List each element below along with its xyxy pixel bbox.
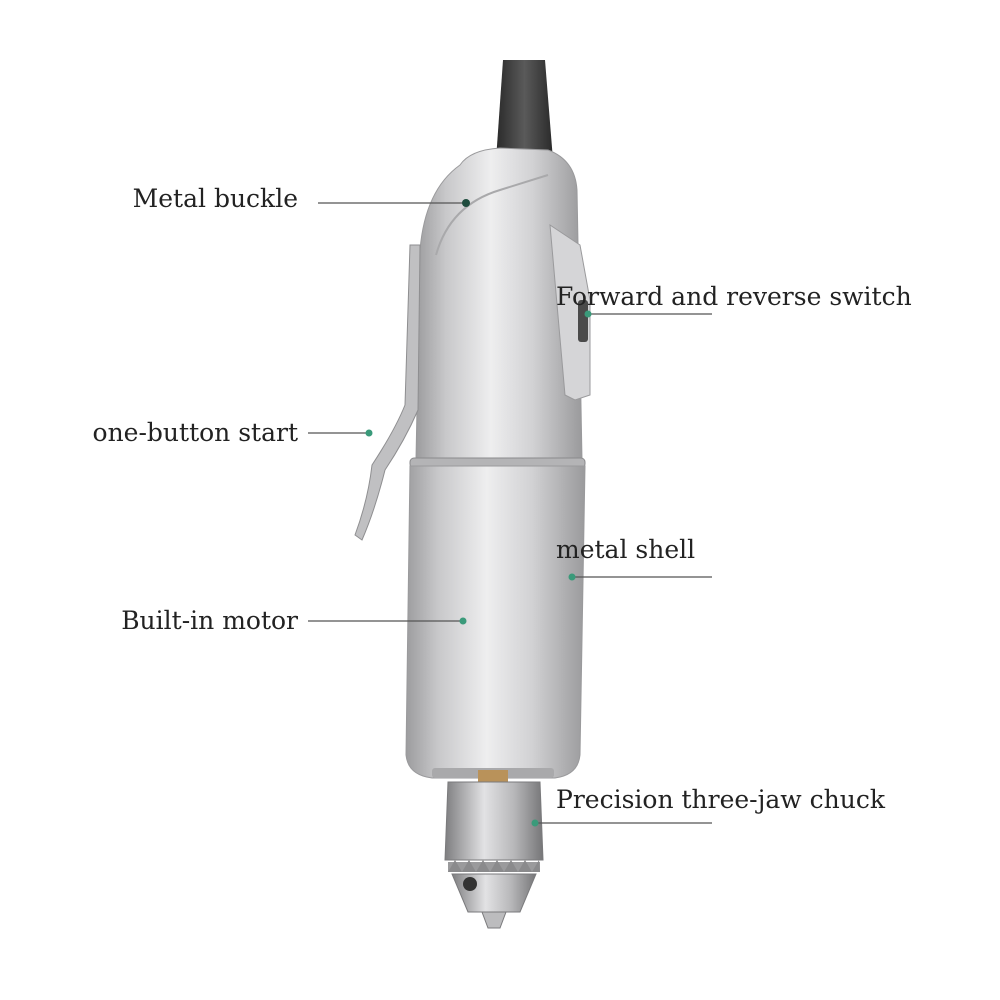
switch-housing [549, 224, 591, 401]
metal-shell [405, 465, 586, 779]
dot-metal-buckle [462, 199, 470, 207]
dot-metal-shell [568, 573, 576, 581]
trigger-lever [354, 244, 421, 541]
label-three-jaw-chuck: Precision three-jaw chuck [556, 785, 885, 814]
label-built-in-motor: Built-in motor [121, 606, 298, 635]
marker-dots [365, 199, 592, 827]
label-forward-reverse-switch: Forward and reverse switch [556, 282, 912, 311]
power-cable [496, 60, 553, 160]
label-metal-shell: metal shell [556, 535, 696, 564]
leader-lines [308, 202, 712, 824]
dot-built-in-motor [459, 617, 467, 625]
drill-head [415, 147, 583, 461]
dot-one-button-start [365, 429, 373, 437]
label-one-button-start: one-button start [92, 418, 298, 447]
three-jaw-chuck [444, 781, 544, 861]
switch-slider [578, 300, 588, 342]
label-metal-buckle: Metal buckle [132, 184, 298, 213]
dot-chuck [531, 819, 539, 827]
dot-switch [584, 310, 592, 318]
